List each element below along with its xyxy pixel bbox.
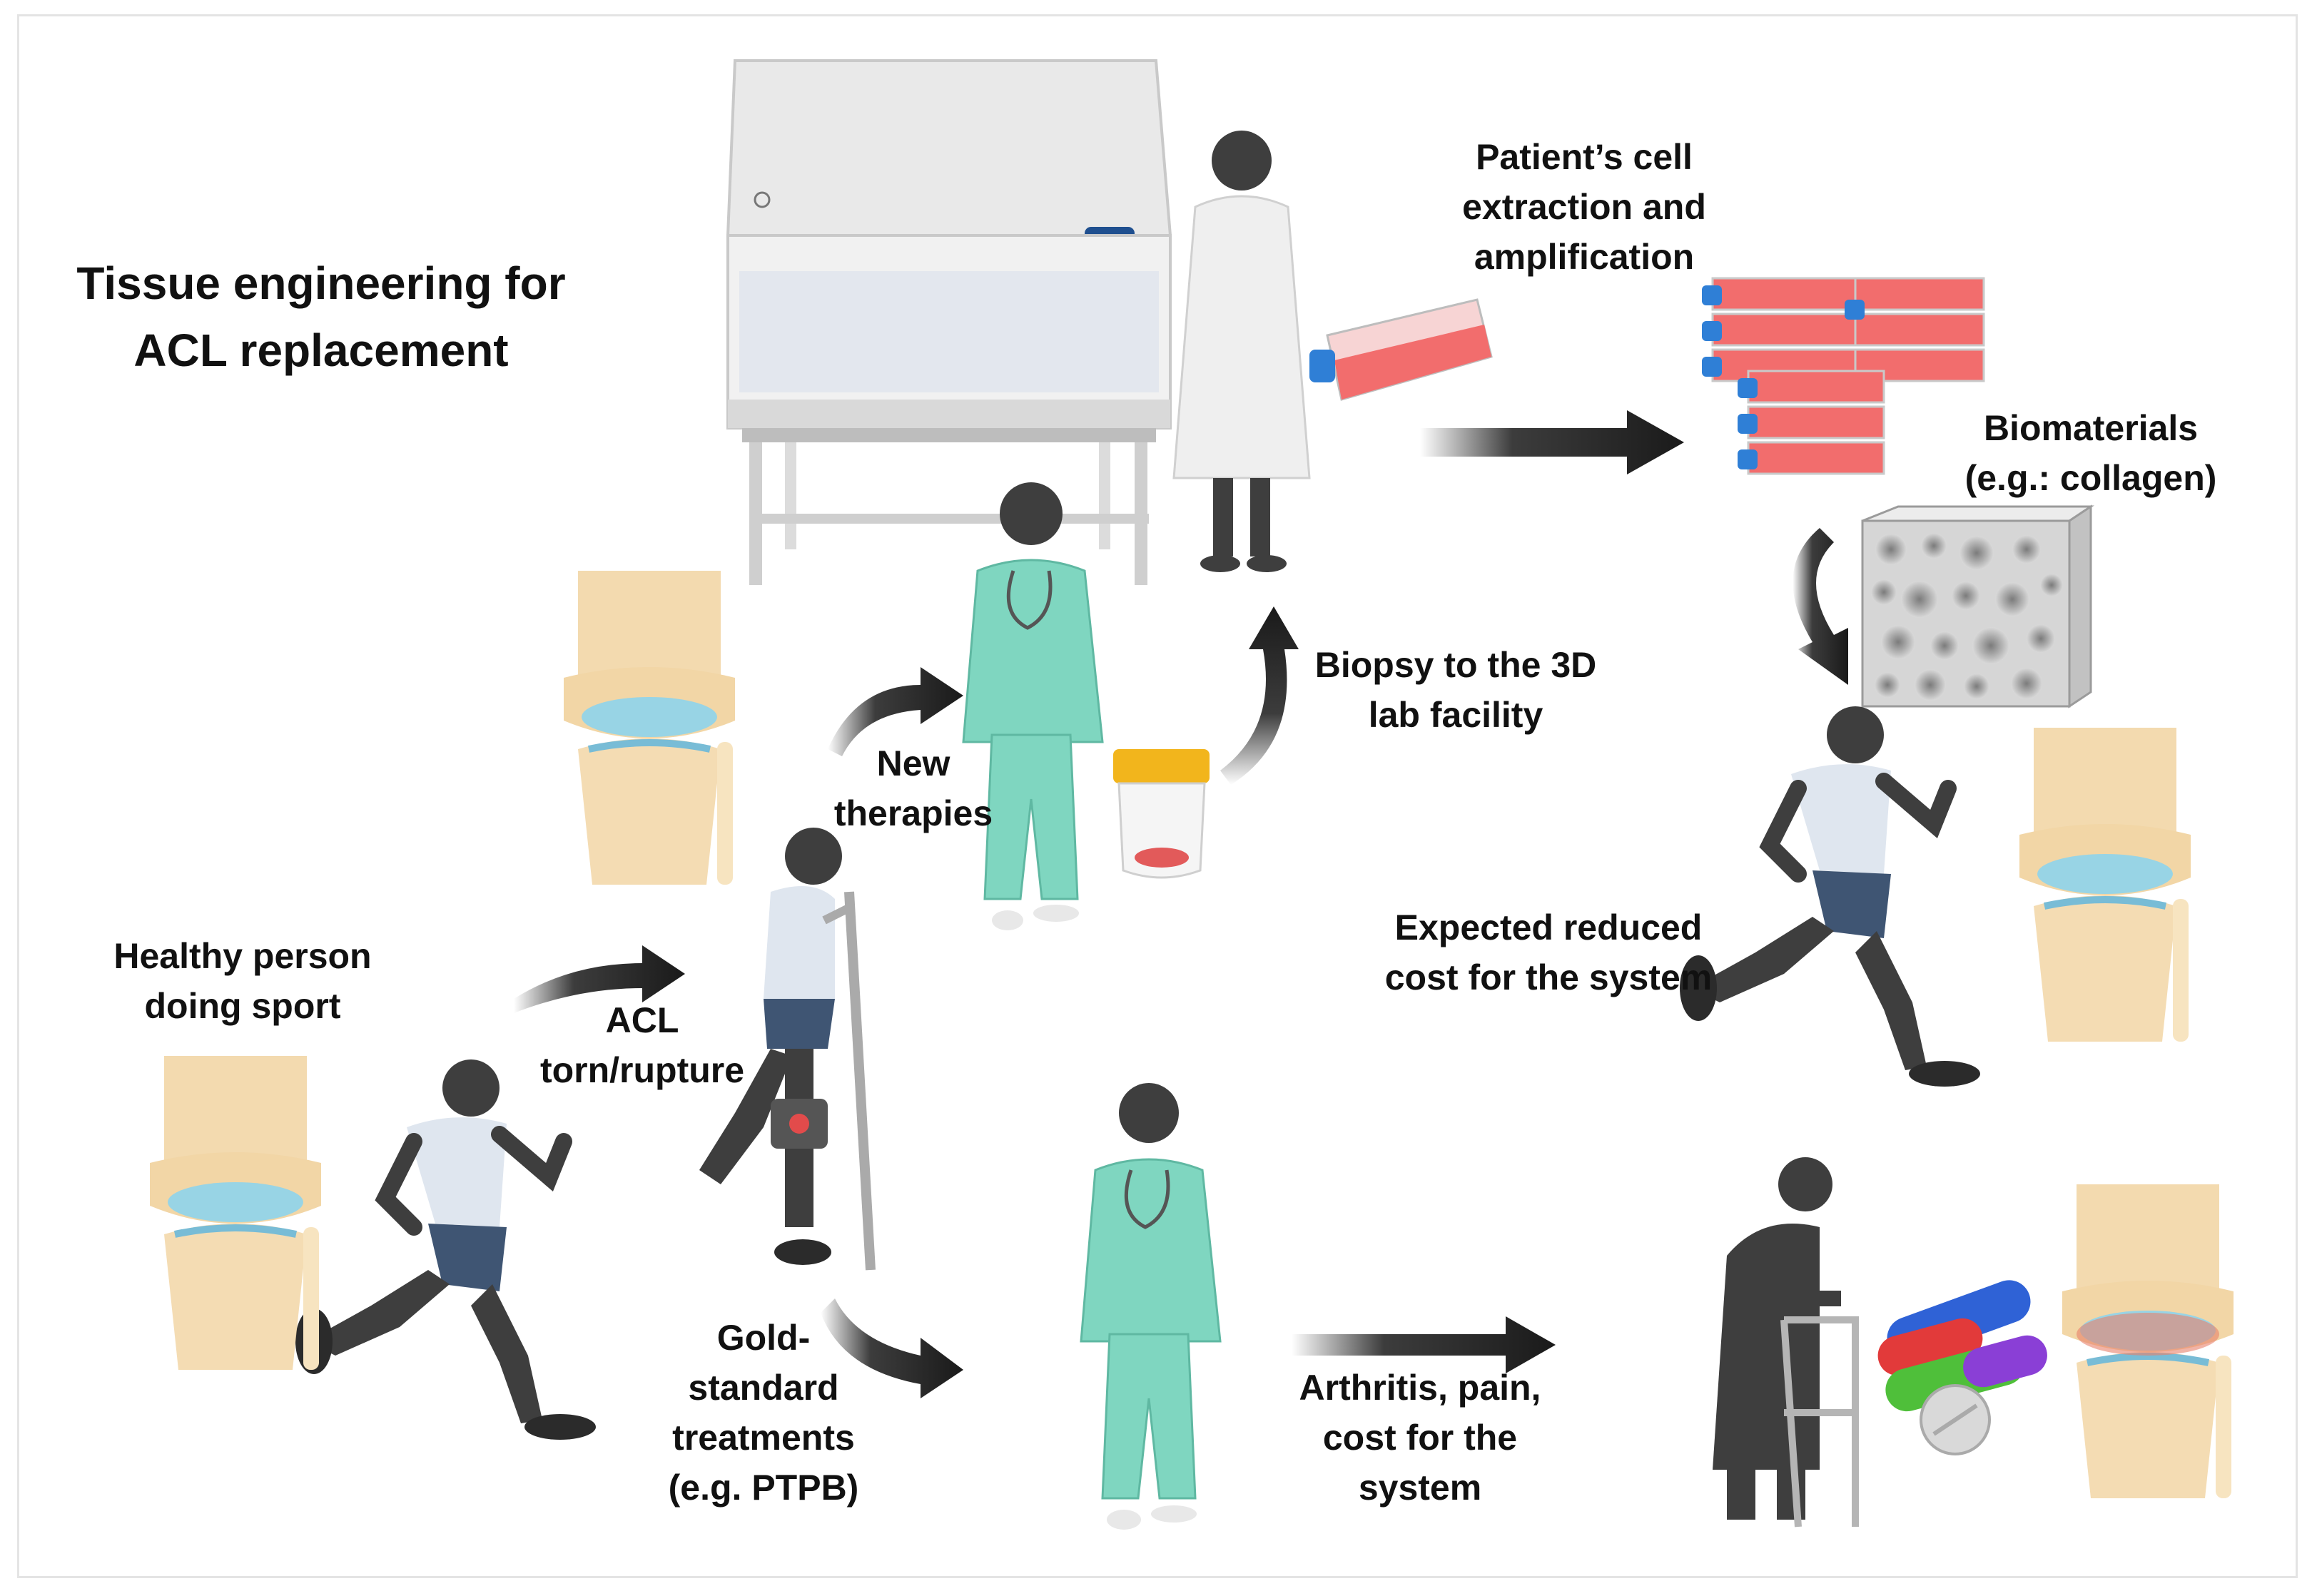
label-biomaterials: Biomaterials (e.g.: collagen) [1964, 408, 2217, 498]
arrow-to-flasks [1420, 410, 1684, 474]
diagram-frame [17, 14, 2298, 1578]
arrow-to-new-therapies [828, 667, 963, 756]
label-patient-cells: Patient’s cell extraction and amplificat… [1462, 137, 1706, 277]
label-healthy-person: Healthy person doing sport [113, 936, 372, 1026]
label-arthritis: Arthritis, pain, cost for the system [1299, 1368, 1541, 1508]
arrow-to-arthritis [1292, 1316, 1556, 1373]
label-acl-torn: ACL torn/rupture [539, 1000, 745, 1090]
arrow-biopsy-up [1220, 606, 1299, 785]
surgeon-icon [1080, 1083, 1222, 1530]
arrow-healthy-to-torn [514, 945, 685, 1013]
label-biopsy: Biopsy to the 3D lab facility [1314, 645, 1597, 735]
flask-stack-icon [1702, 277, 1985, 475]
collagen-scaffold-icon [1861, 504, 2094, 708]
runner-icon [295, 1059, 596, 1440]
label-gold-standard: Gold- standard treatments (e.g. PTPB) [668, 1318, 859, 1508]
knee-joint-icon [564, 571, 735, 885]
biosafety-cabinet-icon [726, 59, 1172, 585]
pills-icon [1877, 1280, 2047, 1455]
label-new-therapies: New therapies [833, 743, 993, 833]
scientist-icon [1172, 131, 1311, 572]
culture-flask-icon [1309, 298, 1493, 401]
elderly-walker-icon [1713, 1157, 1859, 1528]
biopsy-jar-icon [1113, 749, 1210, 879]
arrow-scaffold-to-runner [1793, 528, 1848, 685]
arrow-to-gold-standard [821, 1298, 963, 1398]
knee-joint-icon [2062, 1184, 2234, 1498]
knee-joint-icon [2019, 728, 2191, 1042]
label-expected-cost: Expected reduced cost for the system [1384, 908, 1713, 997]
diagram-title: Tissue engineering for ACL replacement [76, 258, 566, 376]
knee-joint-icon [150, 1056, 321, 1370]
injured-person-icon [699, 828, 876, 1271]
runner-icon [1680, 706, 1980, 1087]
surgeon-icon [962, 482, 1104, 930]
